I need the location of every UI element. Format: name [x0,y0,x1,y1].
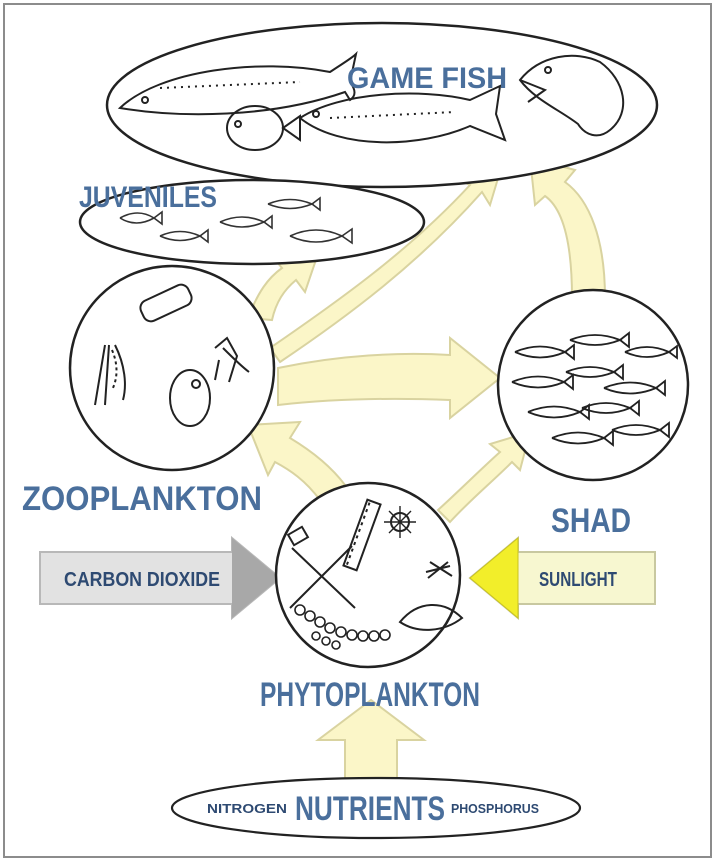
game-fish-label: GAME FISH [347,62,507,95]
game-fish-group [107,23,657,187]
arrow-phyto-to-zooplankton [248,422,345,500]
phosphorus-label: PHOSPHORUS [451,801,539,816]
shad-label: SHAD [551,502,631,540]
game-fish-ellipse [107,23,657,187]
nutrients-label: NUTRIENTS [295,790,445,828]
shad-group [498,290,688,480]
juveniles-label: JUVENILES [79,181,217,214]
arrow-zooplankton-to-shad [278,338,500,418]
carbon-dioxide-label: CARBON DIOXIDE [64,569,220,591]
phytoplankton-group [276,483,462,667]
arrow-shad-to-gamefish [530,158,605,298]
nitrogen-label: NITROGEN [207,801,287,816]
sunlight-label: SUNLIGHT [539,569,617,591]
arrow-phyto-to-shad [438,432,530,522]
zooplankton-label: ZOOPLANKTON [22,480,262,518]
phytoplankton-label: PHYTOPLANKTON [260,676,480,714]
zooplankton-group [70,266,274,470]
